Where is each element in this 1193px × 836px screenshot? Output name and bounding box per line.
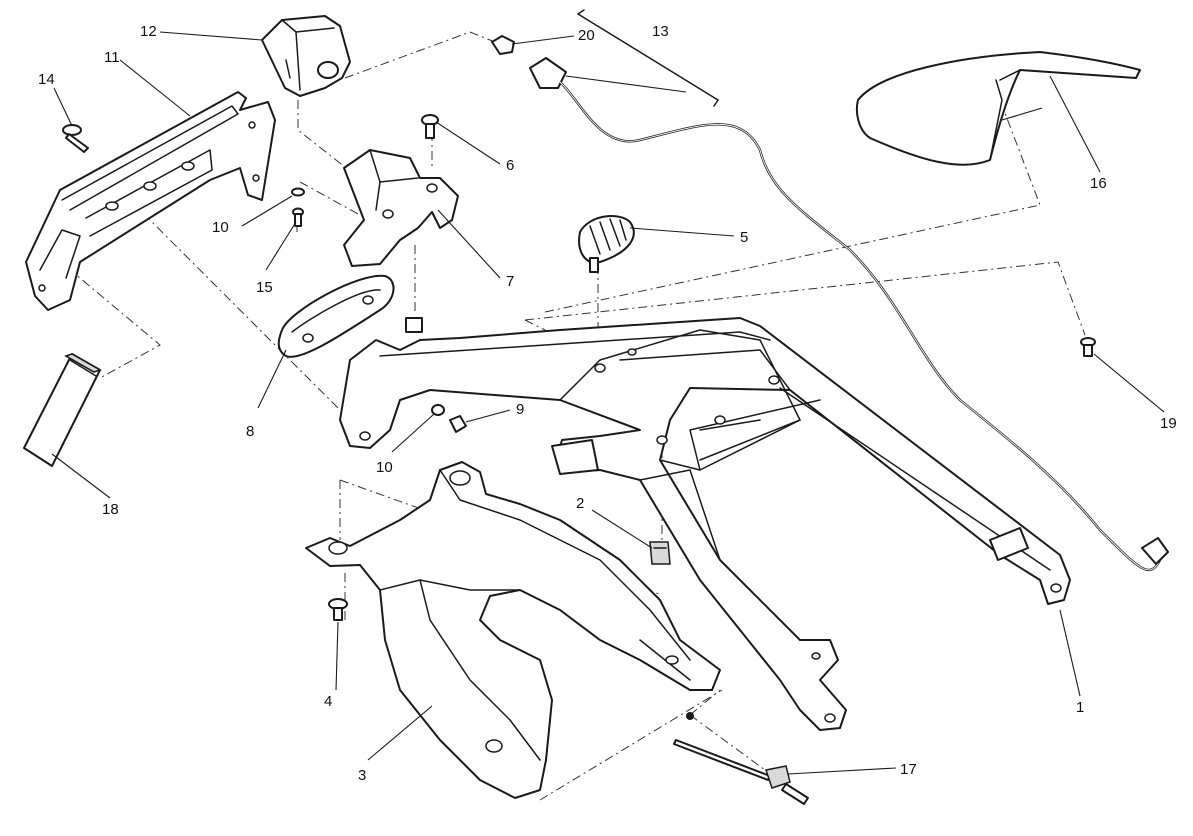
- screw-4: [328, 598, 348, 621]
- bulb-and-wiring: [491, 9, 1169, 572]
- callout-5: 5: [740, 229, 748, 246]
- callout-15: 15: [256, 279, 273, 296]
- callout-8: 8: [246, 423, 254, 440]
- callout-7: 7: [506, 273, 514, 290]
- small-fasteners: [291, 114, 467, 433]
- callout-9: 9: [516, 401, 524, 418]
- reflector: [23, 353, 102, 467]
- callout-10-upper: 10: [212, 219, 229, 236]
- callout-4: 4: [324, 693, 332, 710]
- screw-19: [1080, 337, 1096, 357]
- callout-3: 3: [358, 767, 366, 784]
- license-plate-bracket: [25, 91, 276, 311]
- rubber-strip: [277, 274, 395, 358]
- callout-19: 19: [1160, 415, 1177, 432]
- callout-17: 17: [900, 761, 917, 778]
- callout-20: 20: [578, 27, 595, 44]
- callout-1: 1: [1076, 699, 1084, 716]
- callout-6: 6: [506, 157, 514, 174]
- light-bracket: [343, 149, 459, 267]
- leader-lines: [51, 31, 1165, 775]
- callout-11: 11: [104, 49, 120, 66]
- callout-16: 16: [1090, 175, 1107, 192]
- callout-2: 2: [576, 495, 584, 512]
- rear-subframe: [339, 317, 1071, 731]
- seat-cover: [855, 51, 1141, 166]
- callout-18: 18: [102, 501, 119, 518]
- rear-mudguard: [305, 461, 721, 799]
- screw-14: [62, 124, 89, 153]
- callout-14: 14: [38, 71, 55, 88]
- rubber-pad: [578, 215, 635, 273]
- clip-nut: [649, 541, 671, 565]
- cable-tie: [673, 712, 809, 805]
- license-light: [261, 15, 351, 97]
- callout-labels: 12 11 14 20 13 16 6 7 10 15 5 19 8 10 9 …: [38, 23, 1177, 784]
- callout-13: 13: [652, 23, 669, 40]
- callout-10-lower: 10: [376, 459, 393, 476]
- callout-12: 12: [140, 23, 157, 40]
